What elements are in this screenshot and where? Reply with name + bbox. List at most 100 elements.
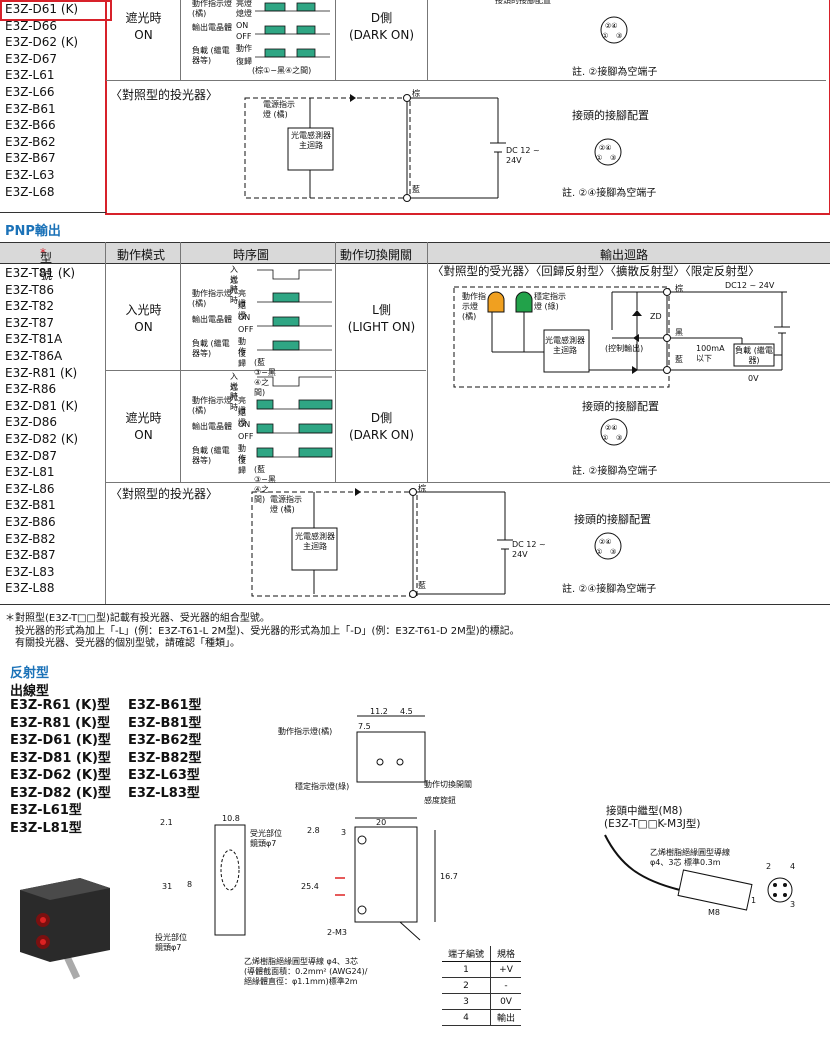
reflective-model: E3Z-L83型 <box>128 785 200 801</box>
svg-text:①: ① <box>602 434 608 442</box>
pnp-dark-switch: D側 (DARK ON) <box>348 411 415 442</box>
model-row: E3Z-T82 <box>5 299 55 314</box>
dim-16-7: 16.7 <box>440 872 458 881</box>
svg-text:③: ③ <box>616 434 622 442</box>
npn-brown-label: 棕 <box>412 89 420 98</box>
footnote: ＊對照型(E3Z-T□□型)記載有投光器、受光器的組合型號。 投光器的形式為加上… <box>5 613 520 649</box>
model-row: E3Z-D66 <box>5 18 58 33</box>
reflective-model: E3Z-D62 (K)型 <box>10 768 111 783</box>
reflective-models-left: E3Z-R61 (K)型 E3Z-R81 (K)型 E3Z-D61 (K)型 E3Z-… <box>10 697 111 837</box>
pnp-emitter-blue-label: 藍 <box>418 581 426 590</box>
pnp-load-label: 負載 (繼電器) <box>735 346 773 365</box>
model-row: E3Z-D62 (K) <box>5 35 79 50</box>
op-ind-label: 動作指示燈(橘) <box>278 727 333 736</box>
m8-label: M8 <box>708 908 720 917</box>
pnp-emitter-circuit-label: 光電感測器主迴路 <box>295 532 335 551</box>
dim-4-5: 4.5 <box>400 707 413 716</box>
reflective-model: E3Z-L63型 <box>128 768 200 783</box>
dim-2-1: 2.1 <box>160 818 173 827</box>
dim-3: 3 <box>341 828 347 837</box>
npn-dc-label: DC 12 ~ 24V <box>506 146 540 165</box>
reflective-model: E3Z-B82型 <box>128 750 202 766</box>
model-row: E3Z-L68 <box>5 184 55 199</box>
relay-cable-label: 乙烯樹脂絕緣圓型導線 φ4、3芯 標準0.3m <box>650 848 730 867</box>
pnp-ctrl-label: (控制輸出) <box>605 344 644 353</box>
model-row: E3Z-L86 <box>5 481 55 496</box>
npn-circuit-label: 光電感測器主迴路 <box>291 131 331 150</box>
dim-20: 20 <box>376 818 387 827</box>
model-row: E3Z-L88 <box>5 581 55 596</box>
svg-text:②④: ②④ <box>605 424 618 432</box>
pnp-output-title: 〈對照型的受光器〉〈回歸反射型〉〈擴散反射型〉〈限定反射型〉 <box>432 264 760 278</box>
pin-4: 4 <box>790 862 796 871</box>
npn-timing-waveform <box>255 2 330 58</box>
npn-mode: 遮光時 ON <box>125 11 162 42</box>
svg-text:②④: ②④ <box>599 538 612 546</box>
selected-model-highlight <box>0 0 112 21</box>
svg-text:①: ① <box>602 32 608 40</box>
npn-emitter-title: 〈對照型的投光器〉 <box>110 88 219 102</box>
reflective-model: E3Z-R81 (K)型 <box>10 715 111 731</box>
pnp-zd-label: ZD <box>650 312 662 321</box>
pnp-blue-label: 藍 <box>675 355 683 364</box>
pnp-circuit-label: 光電感測器主迴路 <box>545 336 585 355</box>
model-row: E3Z-T81A <box>5 332 63 347</box>
svg-text:①: ① <box>596 548 602 556</box>
model-row: E3Z-L81 <box>5 465 55 480</box>
relay-connector-drawing <box>604 834 793 911</box>
knob-label: 感度旋鈕 <box>424 796 456 805</box>
model-row: E3Z-L63 <box>5 167 55 182</box>
pnp-dark-mode: 遮光時 ON <box>125 411 162 442</box>
svg-text:②④: ②④ <box>599 144 612 152</box>
pin-2: 2 <box>766 862 772 871</box>
npn-power-label: 電源指示燈 (橘) <box>263 100 295 119</box>
pnp-emitter-dc-label: DC 12 ~ 24V <box>512 540 546 559</box>
dim-31: 31 <box>162 882 173 891</box>
model-row: E3Z-B86 <box>5 514 56 529</box>
model-row: E3Z-D87 <box>5 448 58 463</box>
dim-10-8: 10.8 <box>222 814 240 823</box>
reflective-model: E3Z-D61 (K)型 <box>10 733 111 748</box>
model-row: E3Z-T86 <box>5 282 55 297</box>
reflective-model: E3Z-R61 (K)型 <box>10 698 111 713</box>
rx-label: 受光部位 鏡頭φ7 <box>250 829 282 848</box>
svg-text:③: ③ <box>610 154 616 162</box>
reflective-model: E3Z-B62型 <box>128 733 202 748</box>
dim-2-8: 2.8 <box>307 826 320 835</box>
dim-7-5: 7.5 <box>358 722 371 731</box>
pnp-current-label: 100mA 以下 <box>696 344 725 363</box>
model-row: E3Z-D67 <box>5 51 58 66</box>
pnp-stab-label: 穩定指示燈 (綠) <box>534 292 566 311</box>
model-row: E3Z-B66 <box>5 118 56 133</box>
pnp-timing-dark-wave <box>256 376 333 458</box>
npn-switch: D側 (DARK ON) <box>348 11 415 42</box>
reflective-title: 反射型 <box>10 666 50 681</box>
model-row: E3Z-R86 <box>5 382 57 397</box>
npn-connector-note: 註. ②接腳為空端子 <box>572 67 658 78</box>
tx-label: 投光部位 鏡頭φ7 <box>155 933 187 952</box>
model-row: E3Z-T81 (K) <box>5 266 76 280</box>
model-row: E3Z-L66 <box>5 84 55 99</box>
pin-3: 3 <box>790 900 796 909</box>
cable-label: 乙烯樹脂絕緣圓型導線 φ4、3芯 (導體截面積：0.2mm² (AWG24)/ … <box>244 957 368 986</box>
reflective-model: E3Z-B81型 <box>128 715 202 731</box>
pnp-table-header: 型號* 動作模式 時序圖 動作切換開關 輸出迴路 <box>0 242 830 282</box>
reflective-model: E3Z-D81 (K)型 <box>10 750 111 766</box>
pnp-zero-label: 0V <box>748 374 759 383</box>
pnp-connector-title: 接頭的接腳配置 <box>582 400 659 413</box>
pnp-section-title: PNP輸出 <box>5 224 61 239</box>
reflective-subtitle: 出線型 <box>10 684 50 699</box>
relay-model: (E3Z-T□□K-M3J型) <box>604 818 701 830</box>
product-photo <box>20 878 110 980</box>
switch-label: 動作切換開關 <box>424 780 472 789</box>
npn-connector-title-partial: 接頭的接腳配置 <box>495 0 551 5</box>
model-row: E3Z-B62 <box>5 134 56 149</box>
pnp-connector-note-2: 註. ②④接腳為空端子 <box>562 584 657 595</box>
model-row: E3Z-D61 (K) <box>5 2 79 16</box>
